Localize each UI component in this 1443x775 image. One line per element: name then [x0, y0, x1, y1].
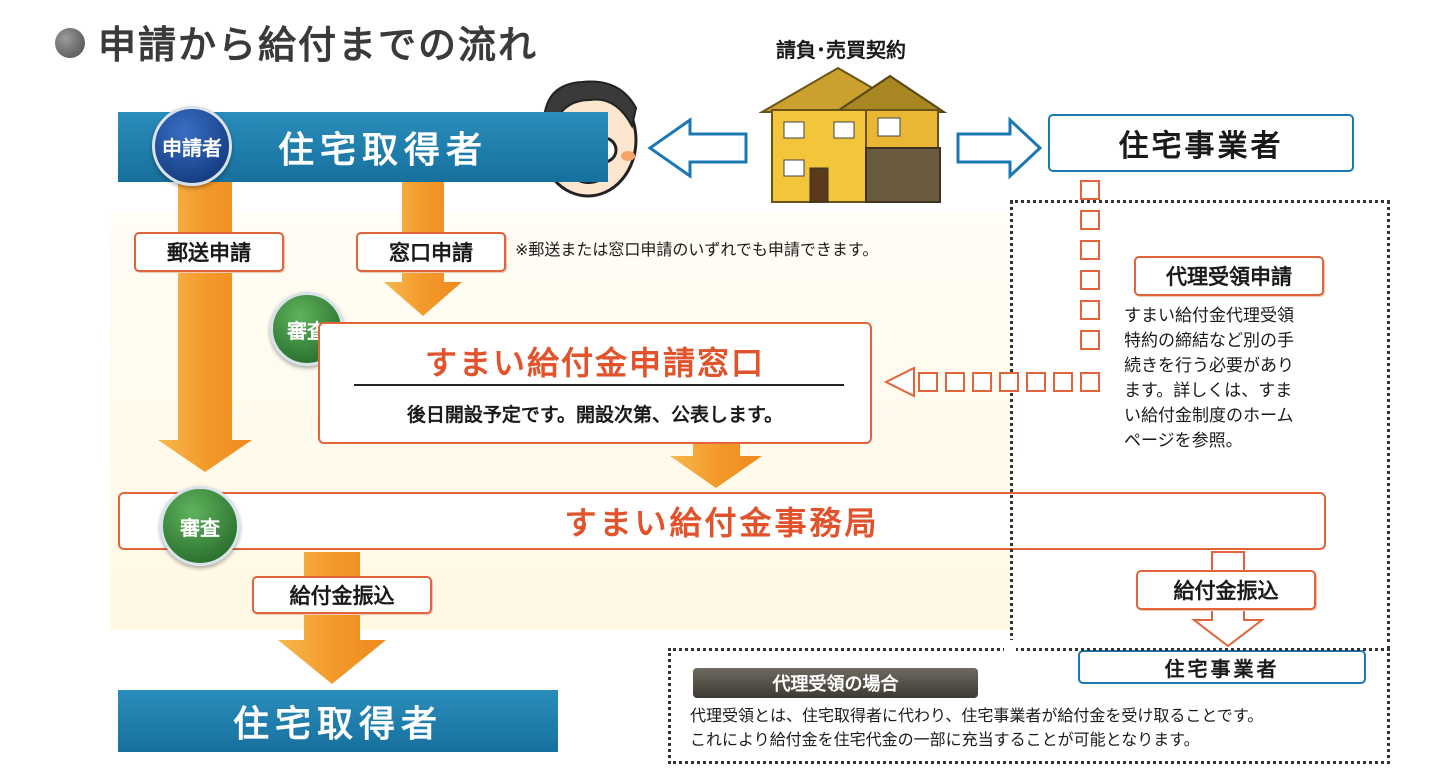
review-badge-bureau: 審査: [160, 486, 240, 566]
proxy-chain-square: [1080, 372, 1100, 392]
house-illustration: [758, 66, 948, 203]
proxy-line: ます。詳しくは、すま: [1124, 381, 1293, 401]
proxy-chain-square: [972, 372, 992, 392]
proxy-case-line: 代理受領とは、住宅取得者に代わり、住宅事業者が給付金を受け取ることです。: [690, 706, 1264, 725]
proxy-chain-square: [1080, 180, 1100, 200]
apply-note: ※郵送または窓口申請のいずれでも申請できます。: [515, 240, 879, 259]
contract-label: 請負･売買契約: [776, 38, 906, 62]
transfer-label-builder: 給付金振込: [1136, 570, 1316, 610]
builder-top-box: 住宅事業者: [1048, 114, 1354, 172]
window-title: すまい給付金申請窓口: [424, 344, 765, 382]
proxy-case-region-border: [668, 648, 1390, 764]
proxy-chain-square: [1053, 372, 1073, 392]
mail-flow-arrow: [158, 182, 252, 472]
proxy-region-border: [1010, 200, 1390, 650]
proxy-chain-square: [1080, 330, 1100, 350]
proxy-line: ページを参照。: [1124, 431, 1243, 451]
proxy-case-tag: 代理受領の場合: [693, 668, 978, 698]
proxy-chain-square: [1080, 300, 1100, 320]
bullet-icon: [55, 28, 85, 58]
payout-arrow: [278, 552, 386, 684]
mail-apply-label: 郵送申請: [134, 232, 284, 272]
proxy-line: 特約の締結など別の手: [1124, 331, 1294, 351]
proxy-case-line: これにより給付金を住宅代金の一部に充当することが可能となります。: [690, 730, 1200, 749]
homebuyer-bottom-bar: 住宅取得者: [118, 690, 558, 752]
window-note: 後日開設予定です。開設次第、公表します。: [406, 404, 784, 426]
counter-apply-label: 窓口申請: [356, 232, 506, 272]
proxy-chain-square: [1080, 240, 1100, 260]
application-window-box: すまい給付金申請窓口 後日開設予定です。開設次第、公表します。: [318, 322, 872, 444]
region-join: [1004, 640, 1016, 652]
contract-arrow-left: [647, 117, 748, 179]
bureau-box: すまい給付金事務局: [118, 492, 1326, 550]
proxy-line: い給付金制度のホーム: [1124, 406, 1294, 426]
proxy-case-description: 代理受領とは、住宅取得者に代わり、住宅事業者が給付金を受け取ることです。 これに…: [690, 704, 1380, 752]
builder-bottom-box: 住宅事業者: [1078, 650, 1366, 684]
window-to-bureau-arrow: [670, 442, 762, 488]
proxy-arrow-head: [883, 366, 915, 398]
proxy-chain-square: [945, 372, 965, 392]
proxy-apply-label: 代理受領申請: [1134, 256, 1324, 296]
proxy-description: すまい給付金代理受領 特約の締結など別の手 続きを行う必要があり ます。詳しくは…: [1124, 304, 1344, 454]
proxy-line: 続きを行う必要があり: [1124, 356, 1294, 376]
proxy-chain-square: [999, 372, 1019, 392]
contract-arrow-right: [956, 116, 1043, 180]
proxy-chain-square: [1026, 372, 1046, 392]
proxy-chain-square: [1080, 270, 1100, 290]
proxy-chain-square: [918, 372, 938, 392]
transfer-label-homebuyer: 給付金振込: [252, 576, 432, 614]
proxy-line: すまい給付金代理受領: [1124, 306, 1294, 326]
window-divider: [354, 384, 844, 386]
page-title: 申請から給付までの流れ: [98, 23, 539, 67]
applicant-badge: 申請者: [152, 106, 232, 186]
proxy-chain-square: [1080, 210, 1100, 230]
